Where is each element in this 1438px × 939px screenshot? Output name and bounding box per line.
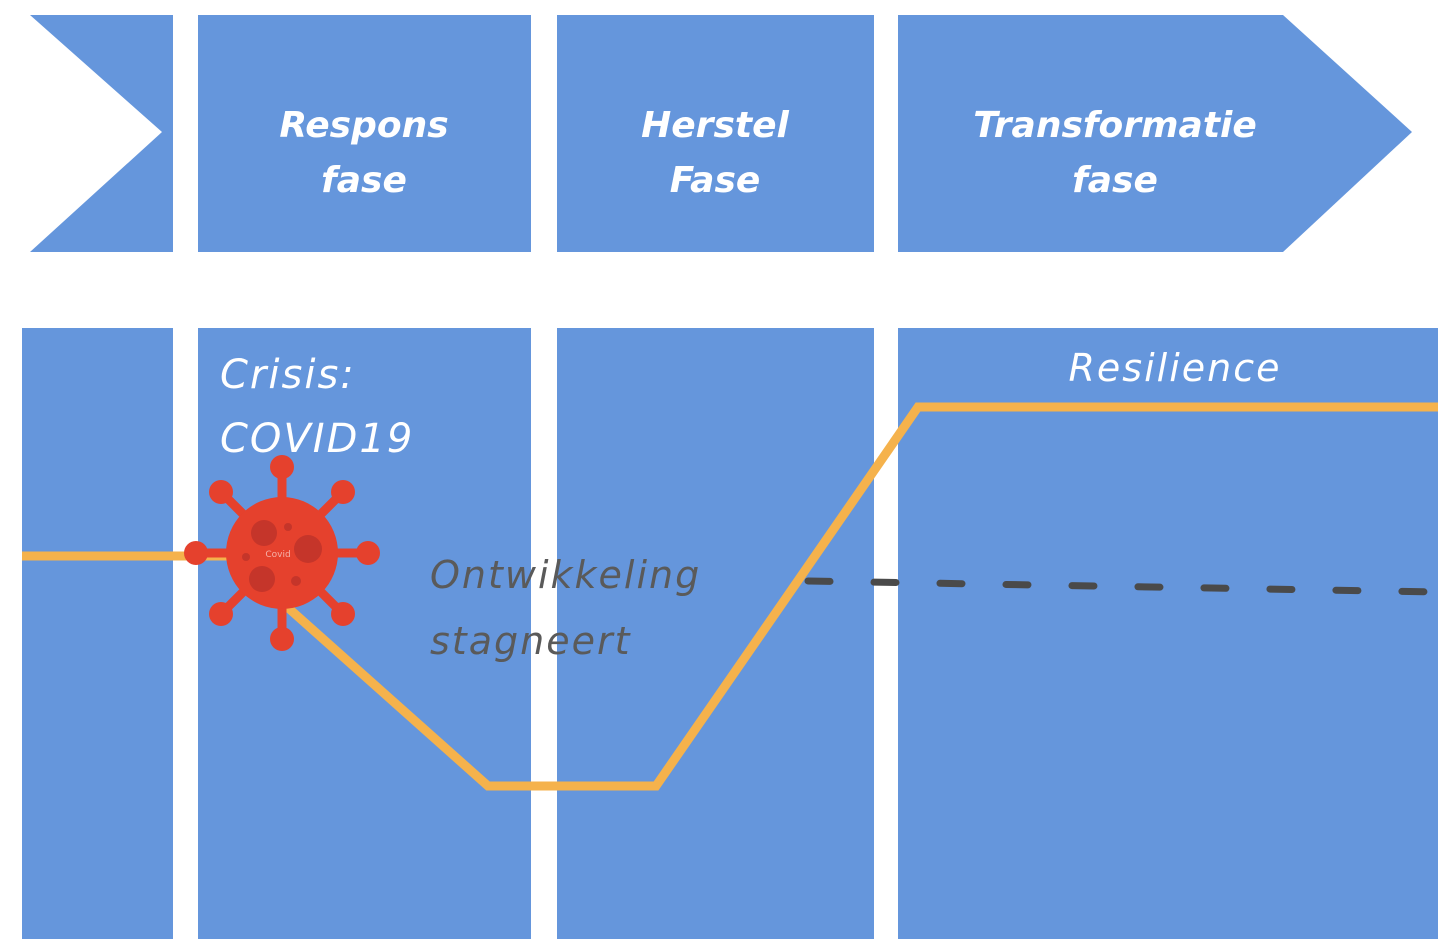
phase-block-start-arrow <box>30 15 173 252</box>
phase-respons-label: Respons <box>279 105 448 146</box>
stagnation-label: Ontwikkeling <box>430 553 701 597</box>
phase-herstel-sublabel: Fase <box>670 160 761 201</box>
phase-respons-sublabel: fase <box>321 160 407 201</box>
phase-header-row: Respons fase Herstel Fase Transformatie … <box>30 15 1412 252</box>
phase-block-transformatie-arrow <box>898 15 1412 252</box>
resilience-label: Resilience <box>1069 346 1282 390</box>
crisis-label: Crisis: <box>220 352 356 398</box>
virus-icon-label: Covid <box>265 550 290 560</box>
virus-icon: Covid <box>184 455 380 651</box>
crisis-sublabel: COVID19 <box>220 416 414 462</box>
column-herstel <box>557 328 874 939</box>
phase-transformatie-label: Transformatie <box>973 105 1257 146</box>
phase-column-row <box>22 328 1438 939</box>
column-pre-crisis <box>22 328 173 939</box>
phase-transformatie-sublabel: fase <box>1072 160 1158 201</box>
phase-herstel-label: Herstel <box>641 105 789 146</box>
column-transformatie <box>898 328 1438 939</box>
phase-block-respons <box>198 15 531 252</box>
phase-block-herstel <box>557 15 874 252</box>
column-respons <box>198 328 531 939</box>
stagnation-sublabel: stagneert <box>430 619 632 663</box>
baseline-dashed-line <box>804 577 1438 596</box>
